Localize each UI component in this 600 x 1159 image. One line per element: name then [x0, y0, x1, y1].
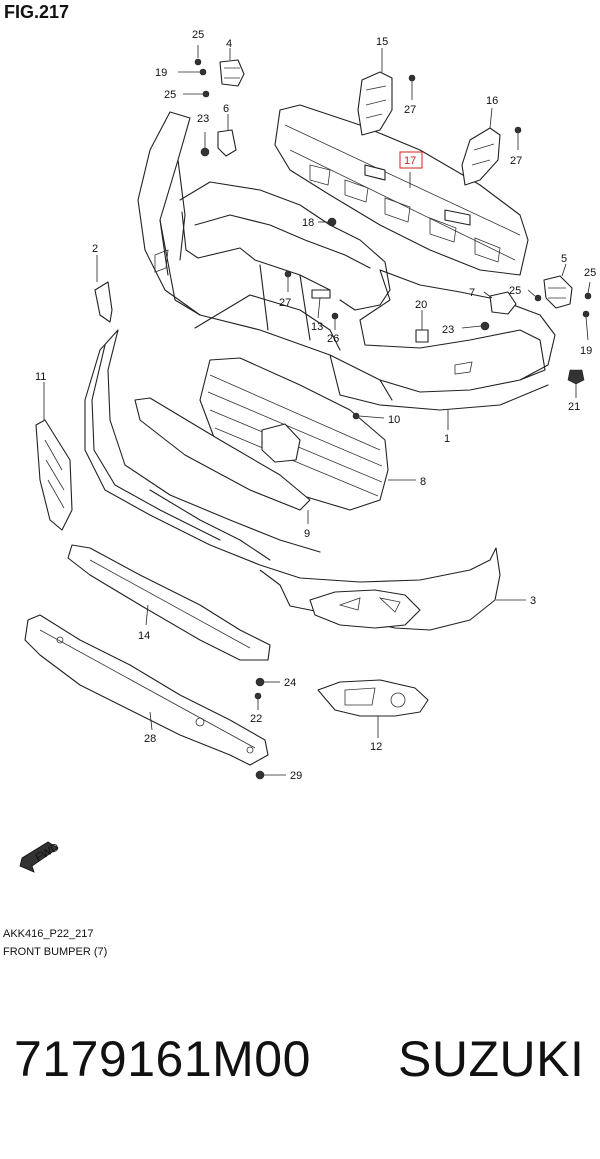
- lower-strip-14: [67, 544, 271, 661]
- fwd-label: FWD: [34, 841, 62, 864]
- callout-12: 12: [370, 741, 382, 753]
- callout-13: 13: [311, 321, 323, 333]
- clip-7: [489, 291, 517, 315]
- callout-9: 9: [304, 528, 310, 540]
- callout-18: 18: [302, 217, 314, 229]
- bumper-absorber: [274, 104, 529, 276]
- callout-27: 27: [404, 104, 416, 116]
- figure-caption: FRONT BUMPER (7): [3, 946, 108, 958]
- front-grille: [199, 357, 389, 511]
- figure-code: AKK416_P22_217: [3, 928, 94, 940]
- callout-6: 6: [223, 103, 229, 115]
- callout-4: 4: [226, 38, 232, 50]
- clip-5: [543, 275, 573, 309]
- reinforcement-28: [24, 614, 269, 766]
- callout-25: 25: [164, 89, 176, 101]
- leader-lines: [43, 48, 567, 738]
- clip-20: [415, 329, 429, 343]
- clip-13: [311, 289, 331, 299]
- callout-15: 15: [376, 36, 388, 48]
- brand-name: SUZUKI: [398, 1031, 585, 1087]
- callout-28: 28: [144, 733, 156, 745]
- callout-20: 20: [415, 299, 427, 311]
- callout-7: 7: [469, 287, 475, 299]
- lower-grille-strip: [134, 397, 311, 511]
- callout-17-highlight: [399, 151, 423, 169]
- callout-23: 23: [197, 113, 209, 125]
- callout-17: 17: [404, 155, 416, 167]
- callout-25: 25: [584, 267, 596, 279]
- callout-11: 11: [35, 371, 46, 383]
- callout-25: 25: [192, 29, 204, 41]
- callout-10: 10: [388, 414, 400, 426]
- callout-24: 24: [284, 677, 296, 689]
- callout-5: 5: [561, 253, 567, 265]
- callout-3: 3: [530, 595, 536, 607]
- side-bracket-11: [35, 419, 73, 531]
- callout-22: 22: [250, 713, 262, 725]
- figure-title: FIG.217: [4, 2, 70, 22]
- callout-2: 2: [92, 243, 98, 255]
- callout-8: 8: [420, 476, 426, 488]
- callout-labels: 25 4 19 25 6 23 15 27 16 27 17 18 2 27 1…: [35, 29, 596, 782]
- lower-bumper: [84, 329, 501, 631]
- callout-27: 27: [510, 155, 522, 167]
- fog-lamp-bezel: [317, 679, 429, 717]
- callout-1: 1: [444, 433, 450, 445]
- callout-19: 19: [155, 67, 167, 79]
- callout-26: 26: [327, 333, 339, 345]
- callout-21: 21: [568, 401, 580, 413]
- clip-6: [217, 129, 237, 157]
- callout-29: 29: [290, 770, 302, 782]
- bracket-15: [357, 71, 393, 136]
- bracket-16: [461, 127, 501, 186]
- callout-25: 25: [509, 285, 521, 297]
- callout-19: 19: [580, 345, 592, 357]
- part-number: 7179161M00: [14, 1031, 311, 1087]
- fasteners: [178, 45, 592, 780]
- callout-23: 23: [442, 324, 454, 336]
- callout-16: 16: [486, 95, 498, 107]
- panel-2: [94, 281, 113, 323]
- grille-frame: [179, 181, 391, 351]
- clip-4: [219, 59, 245, 87]
- bumper-cover-upper: [137, 111, 556, 411]
- fwd-arrow-icon: FWD: [19, 841, 62, 873]
- callout-27: 27: [279, 297, 291, 309]
- exploded-parts-diagram: FWD 25 4 19 25 6 23 15 27 16 27 17 18 2 …: [19, 29, 596, 873]
- callout-14: 14: [138, 630, 150, 642]
